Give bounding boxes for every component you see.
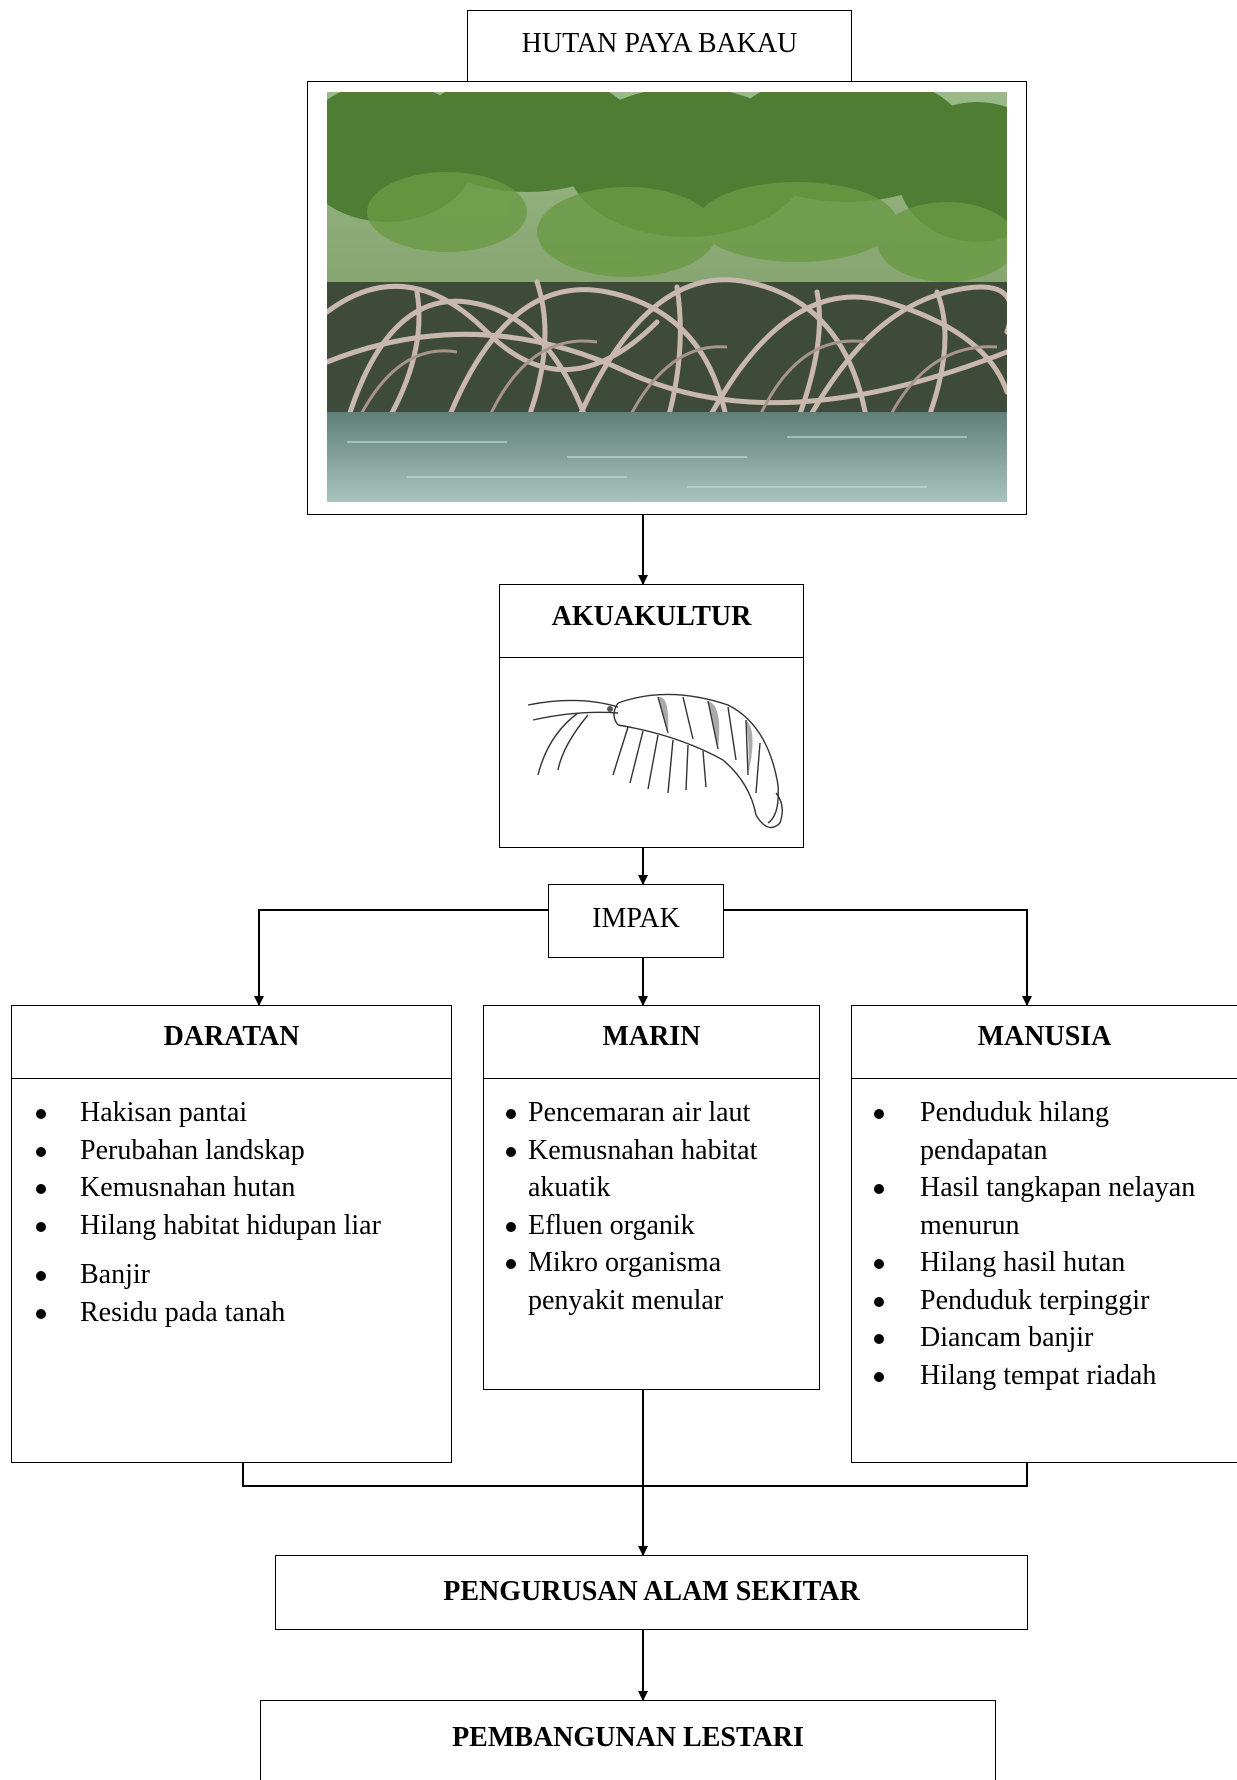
impact-bracket	[243, 1463, 1027, 1486]
land-box: DARATAN Hakisan pantai Perubahan landska…	[11, 1005, 452, 1463]
arrow-impact-to-land	[259, 910, 548, 1005]
list-item: Mikro organisma penyakit menular	[502, 1244, 811, 1319]
list-item: Hilang hasil hutan	[852, 1244, 1233, 1282]
marine-title: MARIN	[484, 1021, 819, 1053]
marine-divider	[484, 1078, 819, 1079]
human-list: Penduduk hilang pendapatan Hasil tangkap…	[852, 1094, 1233, 1394]
list-item: Efluen organik	[502, 1207, 811, 1245]
list-item: Pencemaran air laut	[502, 1094, 811, 1132]
list-item: Hakisan pantai	[12, 1094, 451, 1132]
title-box: HUTAN PAYA BAKAU	[467, 10, 852, 82]
aquaculture-box: AKUAKULTUR	[499, 584, 804, 848]
marine-box: MARIN Pencemaran air laut Kemusnahan hab…	[483, 1005, 820, 1390]
list-item: Hilang habitat hidupan liar	[12, 1207, 451, 1245]
human-box: MANUSIA Penduduk hilang pendapatan Hasil…	[851, 1005, 1237, 1463]
list-item: Penduduk hilang pendapatan	[852, 1094, 1233, 1169]
list-item: Penduduk terpinggir	[852, 1282, 1233, 1320]
aquaculture-label: AKUAKULTUR	[500, 601, 803, 633]
list-item: Banjir	[12, 1256, 451, 1294]
title-label: HUTAN PAYA BAKAU	[468, 28, 851, 60]
list-item: Perubahan landskap	[12, 1132, 451, 1170]
management-box: PENGURUSAN ALAM SEKITAR	[275, 1555, 1028, 1630]
land-divider	[12, 1078, 451, 1079]
list-item: Kemusnahan hutan	[12, 1169, 451, 1207]
mangrove-forest-photo	[327, 92, 1007, 502]
list-item: Residu pada tanah	[12, 1294, 451, 1332]
list-item: Hilang tempat riadah	[852, 1357, 1233, 1395]
management-label: PENGURUSAN ALAM SEKITAR	[276, 1576, 1027, 1608]
photo-frame	[307, 81, 1027, 515]
shrimp-illustration	[518, 665, 788, 835]
land-list: Hakisan pantai Perubahan landskap Kemusn…	[12, 1094, 451, 1331]
list-item: Hasil tangkapan nelayan menurun	[852, 1169, 1233, 1244]
impact-label: IMPAK	[549, 903, 723, 935]
aquaculture-divider	[500, 657, 803, 658]
land-title: DARATAN	[12, 1021, 451, 1053]
human-divider	[852, 1078, 1237, 1079]
sustainable-box: PEMBANGUNAN LESTARI	[260, 1700, 996, 1780]
sustainable-label: PEMBANGUNAN LESTARI	[261, 1722, 995, 1754]
marine-list: Pencemaran air laut Kemusnahan habitat a…	[502, 1094, 811, 1319]
arrow-impact-to-human	[724, 910, 1027, 1005]
impact-box: IMPAK	[548, 884, 724, 958]
list-item: Kemusnahan habitat akuatik	[502, 1132, 811, 1207]
human-title: MANUSIA	[852, 1021, 1237, 1053]
list-item: Diancam banjir	[852, 1319, 1233, 1357]
